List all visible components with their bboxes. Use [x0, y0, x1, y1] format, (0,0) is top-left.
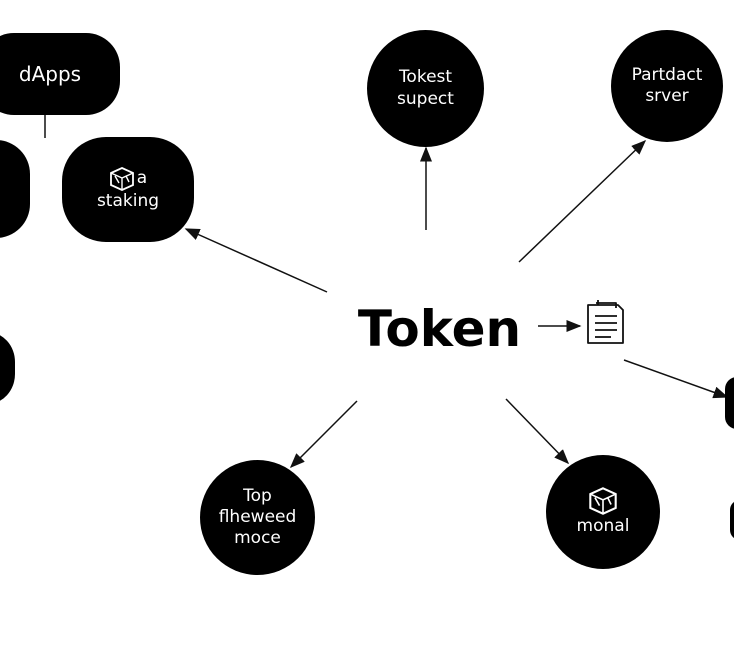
node-dapps-label: dApps [18, 61, 82, 86]
edge-token-to-staking [184, 228, 328, 293]
node-tokest-line2: supect [397, 88, 454, 109]
node-partdact-line1: Partdact [631, 64, 703, 85]
cube-icon [109, 166, 134, 191]
node-top-line1: Top [243, 485, 272, 506]
edge-token-to-top [289, 400, 358, 469]
node-staking[interactable]: a staking [62, 137, 194, 242]
partial-node-right [725, 377, 734, 429]
edge-document-to-right [623, 359, 729, 399]
partial-node-left-lower [0, 335, 15, 401]
node-monal[interactable]: monal [546, 455, 660, 569]
node-staking-line1: a [136, 168, 148, 189]
node-monal-label: monal [576, 516, 630, 537]
node-partdact-line2: srver [645, 86, 689, 106]
node-top-line2: flheweed [218, 506, 297, 527]
partial-node-left-upper [0, 140, 30, 238]
edge-token-to-monal [505, 398, 570, 465]
node-tokest-line1: Tokest [398, 67, 453, 88]
node-staking-line2: staking [96, 190, 160, 211]
center-token-label: Token [357, 300, 522, 358]
edge-token-to-partdact [518, 139, 647, 263]
node-top-line3: moce [234, 528, 281, 549]
partial-node-bottom-right [730, 500, 734, 540]
cube-icon [589, 487, 617, 516]
node-partdact-srver[interactable]: Partdact srver [611, 30, 723, 142]
document-icon [587, 300, 624, 344]
node-dapps[interactable]: dApps [0, 33, 120, 115]
node-tokest-supect[interactable]: Tokest supect [367, 30, 484, 147]
node-top-flheweed[interactable]: Top flheweed moce [200, 460, 315, 575]
